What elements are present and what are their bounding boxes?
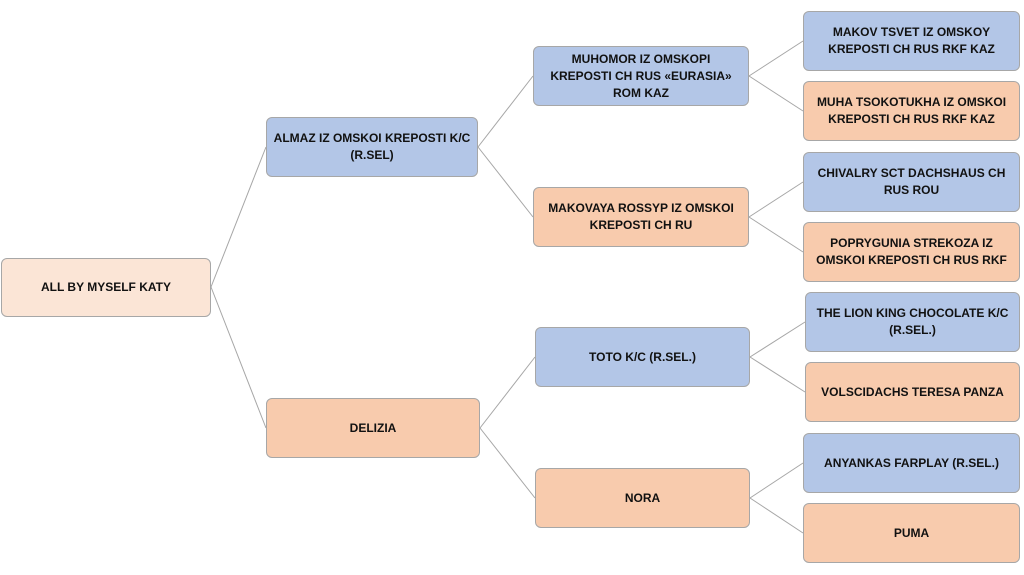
sire-sire-node: MUHOMOR IZ OMSKOPI KREPOSTI CH RUS «EURA… bbox=[533, 46, 749, 106]
sire-dam-sire-label: CHIVALRY SCT DACHSHAUS CH RUS ROU bbox=[817, 166, 1006, 197]
dam-dam-sire-label: ANYANKAS FARPLAY (R.SEL.) bbox=[824, 455, 999, 470]
sire-sire-sire-label: MAKOV TSVET IZ OMSKOY KREPOSTI CH RUS RK… bbox=[828, 25, 995, 56]
dam-node: DELIZIA bbox=[266, 398, 480, 458]
sire-dam-node: MAKOVAYA ROSSYP IZ OMSKOI KREPOSTI CH RU bbox=[533, 187, 749, 247]
connector-ss-sire bbox=[748, 40, 804, 77]
dam-sire-dam-label: VOLSCIDACHS TERESA PANZA bbox=[821, 384, 1004, 399]
connector-sd-sire bbox=[748, 181, 804, 218]
sire-dam-sire-node: CHIVALRY SCT DACHSHAUS CH RUS ROU bbox=[803, 152, 1020, 212]
dam-dam-node: NORA bbox=[535, 468, 750, 528]
dam-dam-dam-label: PUMA bbox=[893, 525, 930, 540]
connector-subject-sire bbox=[210, 146, 267, 288]
sire-sire-dam-label: MUHA TSOKOTUKHA IZ OMSKOI KREPOSTI CH RU… bbox=[816, 95, 1007, 126]
sire-node: ALMAZ IZ OMSKOI KREPOSTI K/C (R.SEL) bbox=[266, 117, 478, 177]
connector-dam-sire bbox=[479, 356, 536, 429]
dam-dam-label: NORA bbox=[624, 490, 661, 505]
connector-dam-dam bbox=[479, 427, 536, 499]
sire-dam-dam-node: POPRYGUNIA STREKOZA IZ OMSKOI KREPOSTI C… bbox=[803, 222, 1020, 282]
connector-sire-dam bbox=[477, 146, 534, 218]
dam-sire-sire-label: THE LION KING CHOCOLATE K/C (R.SEL.) bbox=[816, 306, 1009, 337]
sire-sire-dam-node: MUHA TSOKOTUKHA IZ OMSKOI KREPOSTI CH RU… bbox=[803, 81, 1020, 141]
sire-dam-dam-label: POPRYGUNIA STREKOZA IZ OMSKOI KREPOSTI C… bbox=[816, 236, 1007, 267]
connector-ds-dam bbox=[749, 356, 806, 393]
dam-dam-sire-node: ANYANKAS FARPLAY (R.SEL.) bbox=[803, 433, 1020, 493]
connector-sd-dam bbox=[748, 216, 804, 253]
dam-sire-dam-node: VOLSCIDACHS TERESA PANZA bbox=[805, 362, 1020, 422]
connector-sire-sire bbox=[477, 75, 534, 148]
sire-sire-label: MUHOMOR IZ OMSKOPI KREPOSTI CH RUS «EURA… bbox=[550, 51, 732, 100]
connector-dd-sire bbox=[749, 462, 804, 499]
connector-ds-sire bbox=[749, 321, 806, 358]
dam-sire-sire-node: THE LION KING CHOCOLATE K/C (R.SEL.) bbox=[805, 292, 1020, 352]
dam-label: DELIZIA bbox=[349, 420, 397, 435]
dam-dam-dam-node: PUMA bbox=[803, 503, 1020, 563]
sire-sire-sire-node: MAKOV TSVET IZ OMSKOY KREPOSTI CH RUS RK… bbox=[803, 11, 1020, 71]
connector-dd-dam bbox=[749, 497, 804, 534]
dam-sire-label: TOTO K/C (R.SEL.) bbox=[589, 349, 696, 364]
subject-node: ALL BY MYSELF KATY bbox=[1, 258, 211, 317]
connector-ss-dam bbox=[748, 75, 804, 112]
subject-label: ALL BY MYSELF KATY bbox=[40, 280, 171, 294]
sire-label: ALMAZ IZ OMSKOI KREPOSTI K/C (R.SEL) bbox=[273, 131, 471, 162]
connector-subject-dam bbox=[210, 286, 267, 429]
sire-dam-label: MAKOVAYA ROSSYP IZ OMSKOI KREPOSTI CH RU bbox=[548, 201, 734, 232]
dam-sire-node: TOTO K/C (R.SEL.) bbox=[535, 327, 750, 387]
